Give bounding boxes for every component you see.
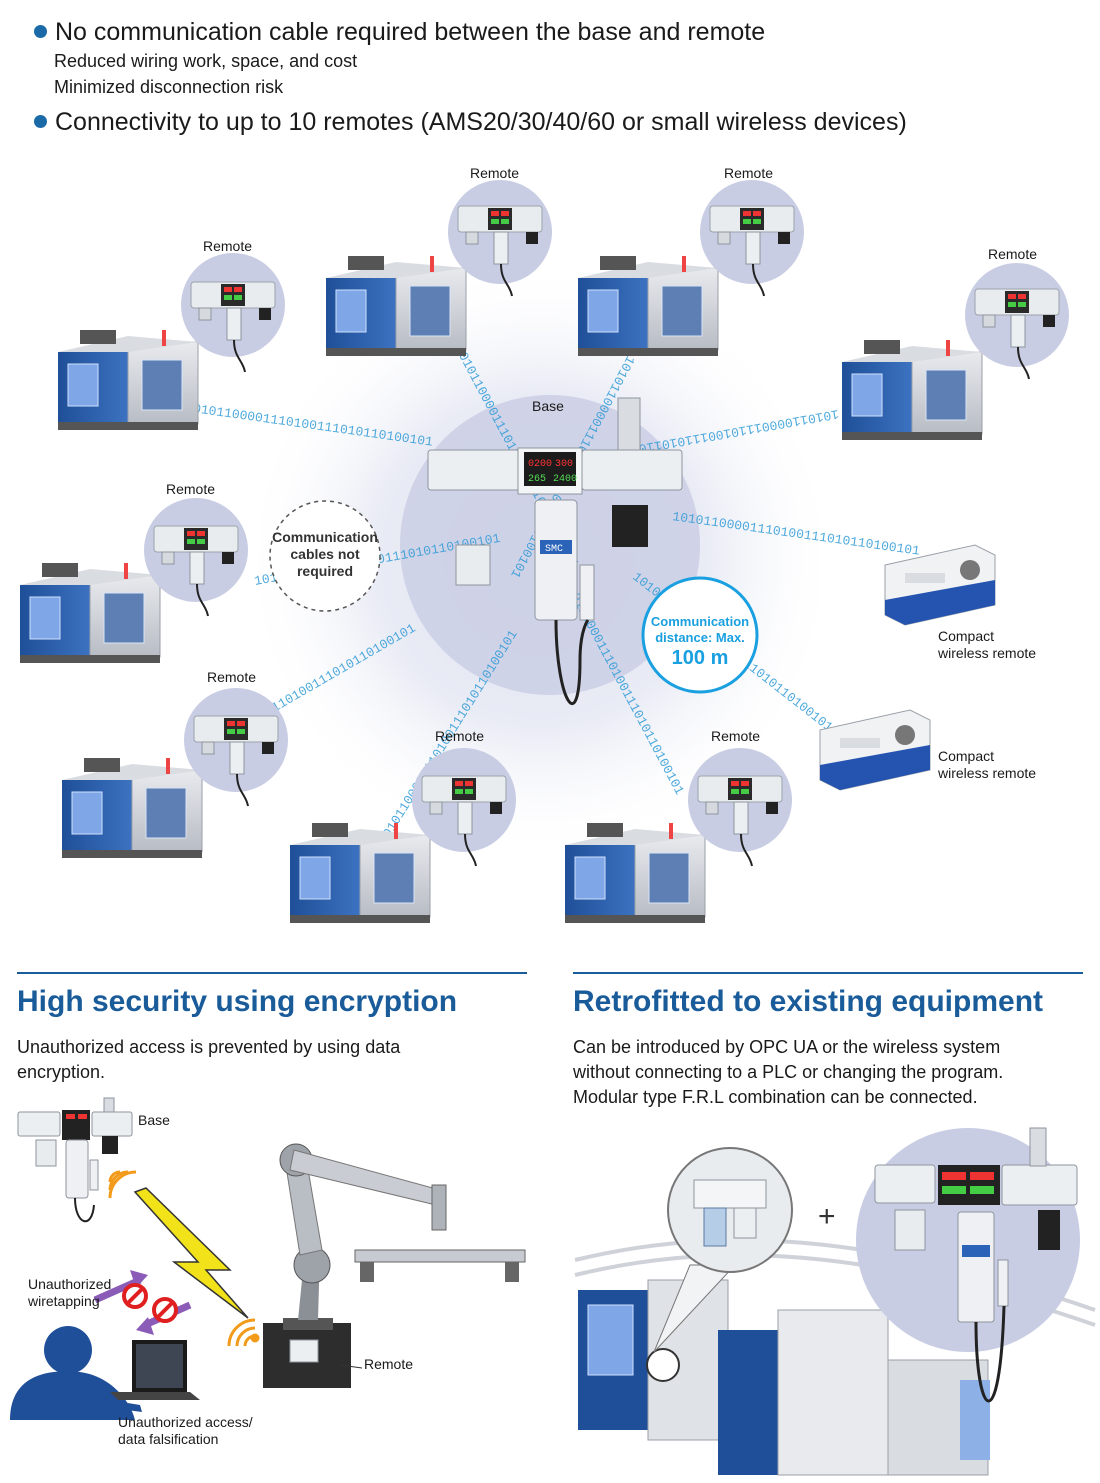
bullet-dot-icon (34, 115, 47, 128)
bullet-sub-disconnection: Minimized disconnection risk (54, 77, 284, 97)
existing-machine (578, 1279, 729, 1441)
base-unit: 0200 300 265 2400 SMC (427, 397, 683, 706)
retrofit-rule (573, 972, 1083, 974)
distance-value: 100 m (671, 647, 729, 669)
retrofit-illustration (574, 1127, 1096, 1476)
network-diagram: 10101100001110100111010110100101 1010110… (19, 180, 1069, 924)
display-value: 2400 (553, 474, 577, 485)
remote-label: Remote (724, 165, 774, 181)
security-base-unit (17, 1097, 133, 1223)
security-rule (17, 972, 527, 974)
remote-label: Remote (435, 728, 485, 744)
display-value: 300 (555, 459, 573, 470)
compact-remote-label: Compact wireless remote (938, 628, 1037, 661)
wireless-signal-icon (227, 1318, 260, 1347)
bullet-cable-free: No communication cable required between … (34, 18, 765, 47)
no-cable-badge (269, 500, 381, 612)
remote-unit (19, 498, 248, 664)
distance-text: Communication distance: Max. 100 m (645, 614, 755, 670)
base-label: Base (532, 398, 564, 414)
security-title: High security using encryption (17, 985, 458, 1018)
plus-sign: + (818, 1200, 836, 1233)
frl-zoom-callout (653, 1147, 793, 1353)
hacker-silhouette (10, 1326, 200, 1420)
no-cable-text: Communication cables not required (272, 529, 378, 579)
bullet-connectivity: Connectivity to up to 10 remotes (AMS20/… (34, 108, 907, 137)
remote-label: Remote (988, 246, 1038, 262)
security-base-label: Base (138, 1112, 170, 1128)
unauthorized-access-label: Unauthorized access/ data falsification (118, 1414, 253, 1447)
display-value: 265 (528, 474, 546, 485)
wireless-signal-icon (108, 1170, 137, 1199)
compact-remote-device (884, 544, 996, 626)
remote-unit (289, 748, 516, 924)
compact-remote-label: Compact wireless remote (938, 748, 1037, 781)
remote-unit (325, 180, 552, 357)
bullet-sub-wiring: Reduced wiring work, space, and cost (54, 51, 358, 71)
remote-label: Remote (207, 669, 257, 685)
remote-label: Remote (166, 481, 216, 497)
security-remote-label: Remote (364, 1356, 414, 1372)
display-value: 0200 (528, 459, 552, 470)
remote-label: Remote (711, 728, 761, 744)
existing-machine (718, 1309, 990, 1476)
robot-arm (263, 1143, 526, 1388)
remote-unit (841, 263, 1069, 441)
remote-unit (564, 748, 792, 924)
brand-logo: SMC (545, 544, 563, 555)
remote-label: Remote (203, 238, 253, 254)
distance-badge (641, 576, 759, 694)
security-description: Unauthorized access is prevented by usin… (17, 1037, 401, 1082)
bullet-dot-icon (34, 25, 47, 38)
remote-unit (61, 688, 288, 859)
intercept-arrows-icon (93, 1270, 192, 1335)
retrofit-description: Can be introduced by OPC UA or the wirel… (573, 1037, 1004, 1107)
lightning-icon (133, 1187, 249, 1319)
compact-remote-device (819, 709, 931, 791)
security-illustration (10, 1097, 526, 1420)
retrofit-title: Retrofitted to existing equipment (573, 985, 1044, 1018)
remote-unit (577, 180, 804, 357)
wiretap-label: Unauthorized wiretapping (28, 1276, 112, 1309)
remote-unit (57, 253, 285, 431)
iot-unit-bubble (856, 1127, 1080, 1403)
remote-label: Remote (470, 165, 520, 181)
